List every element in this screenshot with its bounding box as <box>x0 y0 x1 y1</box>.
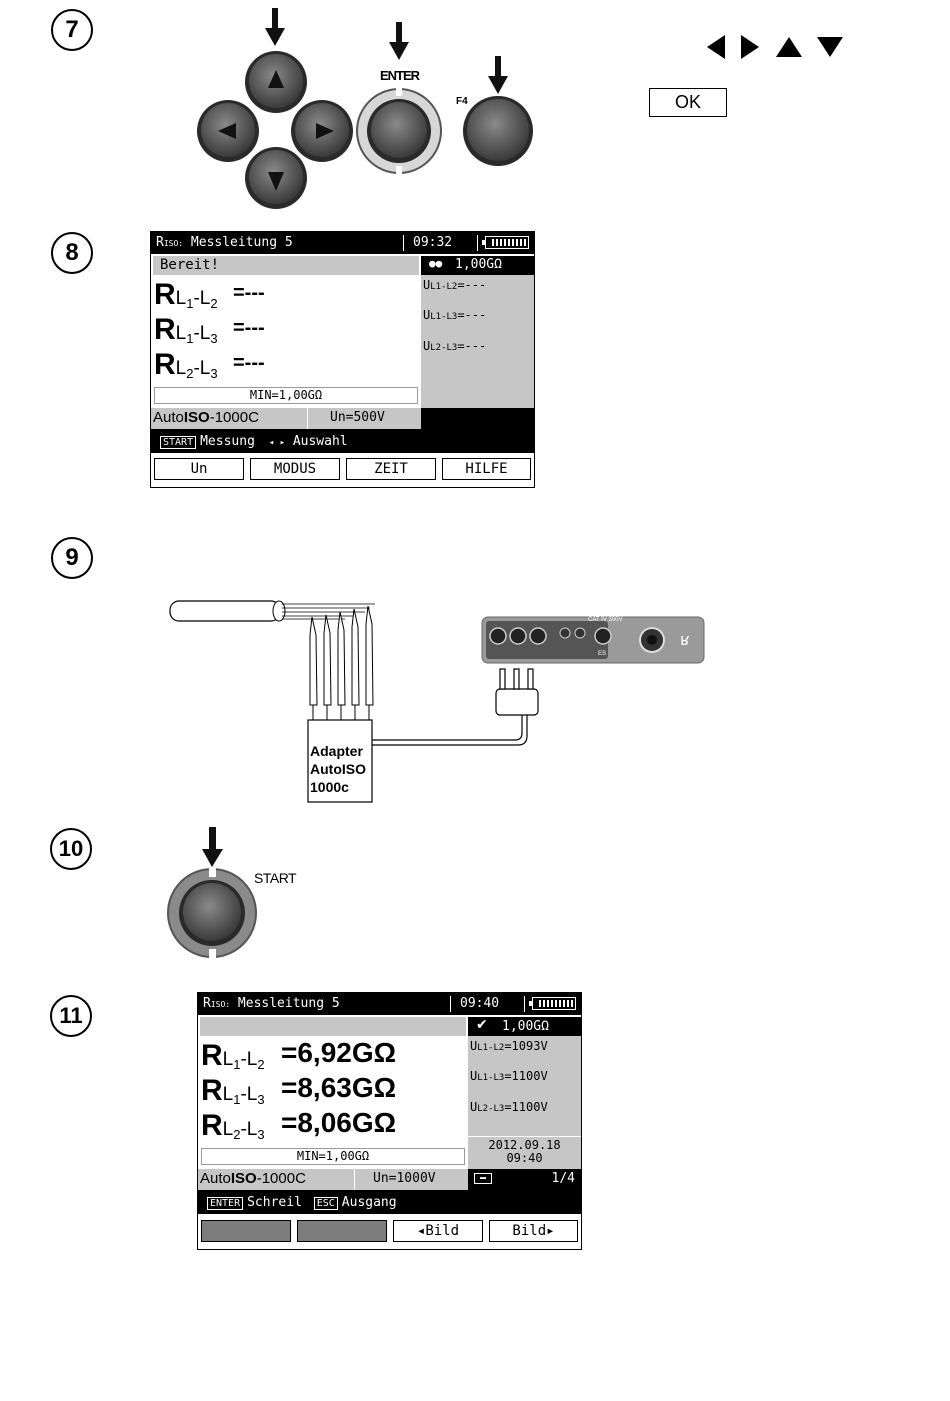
battery-icon <box>529 997 576 1010</box>
voltage-l1-l2: UL1-L2=1093V <box>470 1039 548 1053</box>
press-arrow-icon <box>202 827 223 867</box>
screen-title-bar: RISO: Messleitung 5 09:32 <box>151 232 534 254</box>
voltage-l2-l3: UL2-L3=1100V <box>470 1100 548 1114</box>
screen-title-bar: RISO: Messleitung 5 09:40 <box>198 993 581 1015</box>
mode-bar <box>151 408 421 429</box>
voltage-panel <box>421 256 534 408</box>
step-number-9: 9 <box>51 537 93 579</box>
limit-value: 1,00GΩ <box>455 257 502 272</box>
min-limit-box: MIN=1,00GΩ <box>154 387 418 404</box>
plug-icon <box>495 668 539 716</box>
check-icon: ✔ <box>476 1017 488 1033</box>
softkey-empty-2[interactable] <box>297 1220 387 1242</box>
mode-label: AutoISO-1000C <box>200 1170 306 1187</box>
left-right-icon: ◂ ▸ <box>268 438 285 448</box>
svg-text:ʁ: ʁ <box>680 630 690 649</box>
status-bar <box>200 1017 466 1036</box>
result-row-l1-l2: RL1-L2 =--- <box>154 278 265 311</box>
softkey-un[interactable]: Un <box>154 458 244 480</box>
meter-es-label: ES <box>598 651 607 657</box>
enter-button <box>356 86 442 176</box>
status-text: Bereit! <box>160 257 220 273</box>
softkey-empty-1[interactable] <box>201 1220 291 1242</box>
memory-icon: ▬ <box>474 1173 492 1184</box>
ok-box: OK <box>649 88 727 117</box>
mode-bar <box>198 1169 468 1190</box>
meter-screen-ready: RISO: Messleitung 5 09:32 Bereit! ●● 1,0… <box>150 231 535 488</box>
adapter-box <box>307 719 373 803</box>
step-number-10: 10 <box>50 828 92 870</box>
softkey-hilfe[interactable]: HILFE <box>442 458 531 480</box>
left-button <box>197 100 259 162</box>
status-bar: Bereit! <box>153 256 419 275</box>
down-button <box>245 147 307 209</box>
up-button <box>245 51 307 113</box>
press-arrow-icon <box>488 56 508 94</box>
min-limit-box: MIN=1,00GΩ <box>201 1148 465 1165</box>
right-button <box>291 100 353 162</box>
battery-icon <box>482 236 529 249</box>
start-label: START <box>254 870 297 886</box>
limit-value: 1,00GΩ <box>502 1019 549 1034</box>
enter-key-tag: ENTER <box>207 1197 244 1210</box>
step-number-8: 8 <box>51 232 93 274</box>
f4-label: F4 <box>456 96 468 107</box>
voltage-l1-l3: UL1-L3=1100V <box>470 1069 548 1083</box>
start-button <box>167 867 257 959</box>
result-row-l2-l3: RL2-L3 =--- <box>154 348 265 381</box>
voltage-panel <box>468 1017 581 1169</box>
result-row-l1-l2: RL1-L2 =6,92GΩ <box>201 1037 397 1072</box>
arrow-left-icon <box>707 35 725 59</box>
arrow-right-icon <box>741 35 759 59</box>
meter-cat-label: CAT IV 300V <box>588 617 623 623</box>
esc-key-tag: ESC <box>313 1197 338 1210</box>
memory-bar: ▬ 1/4 <box>468 1169 581 1190</box>
voltage-l1-l2: UL1-L2=--- <box>423 278 487 292</box>
test-voltage: Un=500V <box>330 410 385 425</box>
navigation-buttons-diagram <box>197 8 533 209</box>
f4-button <box>463 96 533 166</box>
meter-panel-icon: ʁ <box>481 616 705 664</box>
arrow-down-icon <box>817 37 843 57</box>
page-indicator: 1/4 <box>551 1171 575 1186</box>
softkey-next-page[interactable]: Bild▸ <box>489 1220 578 1242</box>
limit-header: ●● 1,00GΩ <box>421 256 534 275</box>
softkey-prev-page[interactable]: ◂Bild <box>393 1220 483 1242</box>
voltage-l1-l3: UL1-L3=--- <box>423 308 487 322</box>
meter-screen-result: RISO: Messleitung 5 09:40 ✔ 1,00GΩ RL1-L… <box>197 992 582 1250</box>
screen-title: RISO: Messleitung 5 <box>156 235 293 250</box>
arrow-keys-legend <box>707 35 843 59</box>
mode-label: AutoISO-1000C <box>153 409 259 426</box>
cable-icon <box>169 600 375 622</box>
test-voltage: Un=1000V <box>373 1171 436 1186</box>
arrow-up-icon <box>776 37 802 57</box>
softkey-zeit[interactable]: ZEIT <box>346 458 436 480</box>
result-row-l2-l3: RL2-L3 =8,06GΩ <box>201 1107 397 1142</box>
test-probes-icon <box>309 605 374 720</box>
step-number-7: 7 <box>51 9 93 51</box>
screen-time: 09:32 <box>413 235 453 250</box>
result-row-l1-l3: RL1-L3 =--- <box>154 313 265 346</box>
enter-label: ENTER <box>380 68 420 83</box>
voltage-l2-l3: UL2-L3=--- <box>423 339 487 353</box>
start-button-diagram <box>167 827 257 959</box>
limit-header: ✔ 1,00GΩ <box>468 1017 581 1036</box>
probe-icon: ●● <box>429 257 443 270</box>
softkey-modus[interactable]: MODUS <box>250 458 340 480</box>
press-arrow-icon <box>389 22 409 60</box>
adapter-label: Adapter AutoISO 1000c <box>310 743 366 795</box>
result-row-l1-l3: RL1-L3 =8,63GΩ <box>201 1072 397 1107</box>
measurement-datetime: 2012.09.18 09:40 <box>488 1138 561 1165</box>
connection-diagram: ʁ <box>169 600 705 803</box>
press-arrow-icon <box>265 8 285 46</box>
screen-time: 09:40 <box>460 996 500 1011</box>
step-number-11: 11 <box>50 995 92 1037</box>
start-key-tag: START <box>160 436 197 449</box>
screen-title: RISO: Messleitung 5 <box>203 996 340 1011</box>
